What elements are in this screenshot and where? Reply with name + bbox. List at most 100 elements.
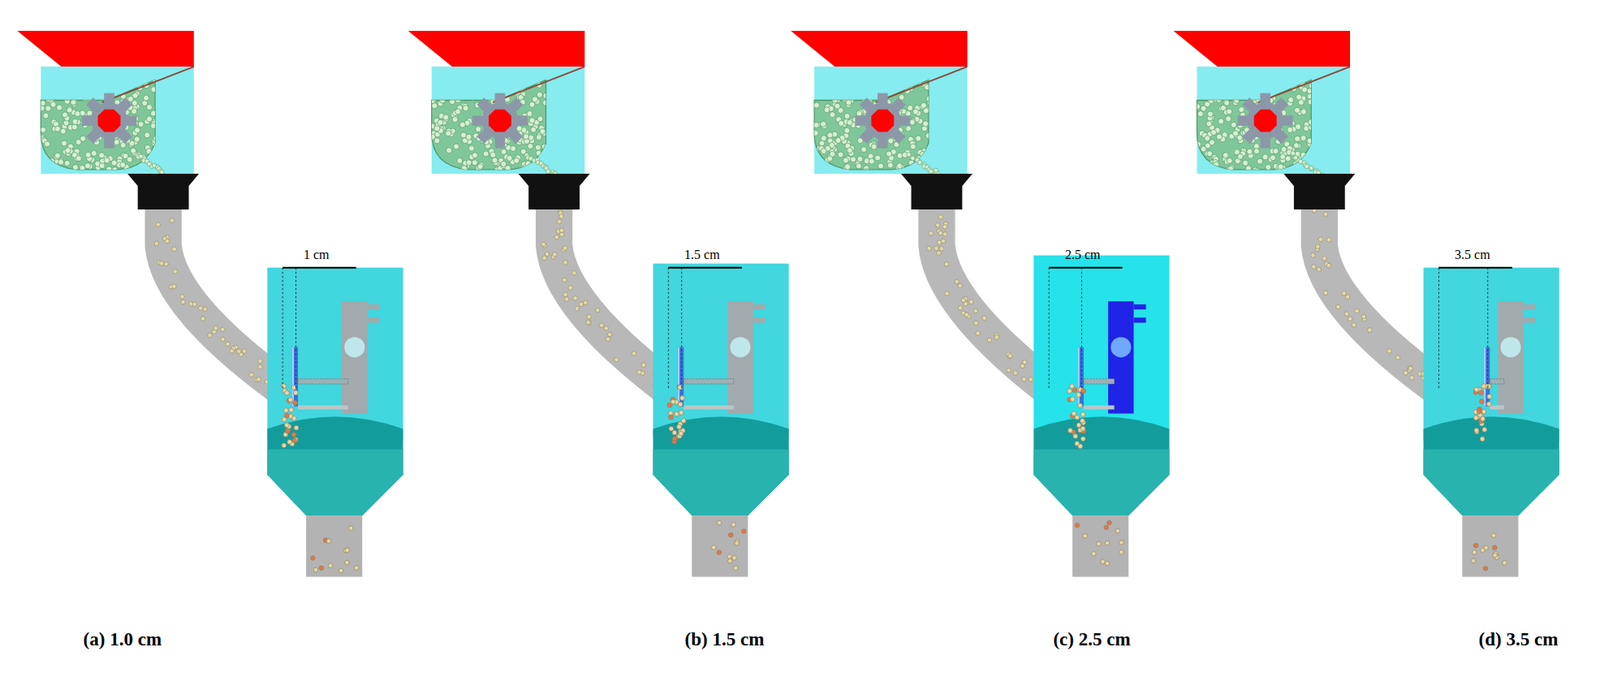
chamber-seed	[1078, 403, 1083, 409]
seed-grain	[61, 86, 68, 93]
seed-grain	[472, 152, 479, 159]
chamber-seed	[1080, 411, 1086, 417]
tube-seed	[1403, 370, 1409, 376]
chamber-seed	[1476, 409, 1482, 415]
outlet-seed	[728, 558, 734, 564]
seed-grain	[1208, 83, 1215, 90]
metering-panel	[17, 30, 403, 578]
wheel-body	[864, 102, 902, 139]
seed-grain	[82, 95, 89, 102]
wheel-hub	[488, 109, 512, 133]
seed-grain	[871, 143, 877, 150]
seed-wheel	[81, 93, 138, 149]
seed-grain	[1300, 108, 1307, 115]
tube-seed	[1013, 370, 1018, 376]
tube-seed	[1007, 353, 1013, 359]
seed-grain	[1307, 155, 1314, 162]
seed-grain	[1282, 78, 1289, 85]
seed-grain	[43, 168, 49, 174]
seed-grain	[1246, 165, 1252, 172]
seed-grain	[88, 77, 95, 83]
chamber-seed	[678, 431, 684, 436]
seed-grain	[854, 78, 861, 85]
tube-seed	[1395, 355, 1401, 361]
seed-grain	[1269, 155, 1276, 161]
seed-grain	[467, 84, 474, 91]
seed-grain	[831, 168, 837, 174]
seed-grain	[1195, 141, 1202, 147]
seed-grain	[834, 103, 841, 109]
seed-grain	[862, 85, 868, 91]
tube-seed	[572, 270, 578, 276]
seed-grain	[471, 159, 478, 166]
chamber-seed	[281, 383, 287, 389]
top-plate	[790, 30, 967, 67]
chamber-seed	[668, 426, 674, 432]
seed-grain	[888, 86, 895, 92]
chamber-seed	[667, 402, 673, 408]
tube-seed	[1345, 294, 1350, 300]
seed-grain	[531, 76, 538, 82]
sensor-rod	[297, 405, 349, 410]
falling-seed	[159, 169, 165, 175]
seed-grain	[146, 104, 152, 111]
sensor-rod	[1489, 379, 1505, 384]
seed-grain	[74, 111, 81, 117]
outlet-tube	[306, 515, 363, 577]
seed-grain	[78, 75, 85, 82]
tube-seed	[936, 250, 942, 256]
dimension-extension	[1048, 267, 1050, 389]
chamber-seed	[1078, 444, 1083, 449]
seed-grain	[489, 152, 496, 159]
tube-seed	[256, 376, 262, 382]
hopper-wall	[1258, 66, 1350, 103]
sensor-rod	[1489, 405, 1505, 410]
panel-caption: (d) 3.5 cm	[1479, 629, 1559, 651]
chamber-seed	[284, 413, 289, 419]
tube-seed	[973, 308, 979, 314]
seed-grain	[908, 165, 915, 172]
seed-grain	[107, 83, 113, 90]
tube-seed	[1316, 267, 1322, 272]
chamber-housing	[652, 263, 789, 438]
seed-grain	[916, 78, 923, 85]
sensor-rod	[683, 379, 734, 384]
seed-grain	[483, 77, 490, 83]
seed-grain	[70, 81, 77, 87]
sensor-plate-edge	[1483, 347, 1487, 407]
falling-seed	[909, 155, 915, 161]
falling-seed	[910, 155, 916, 161]
seed-grain	[907, 168, 914, 174]
seed-grain	[926, 95, 932, 102]
seed-grain	[523, 133, 530, 140]
seed-grain	[1252, 82, 1259, 89]
seed-grain	[99, 163, 105, 169]
falling-seed	[928, 168, 934, 174]
dimension-extension	[668, 267, 669, 389]
tube-seed	[1367, 327, 1373, 333]
tube-seed	[1407, 365, 1413, 371]
chamber-seed	[281, 443, 287, 449]
seed-grain	[1311, 85, 1317, 91]
chamber-seed	[284, 428, 290, 434]
seed-grain	[125, 84, 131, 91]
tube-seed	[938, 230, 944, 236]
wheel-body	[481, 102, 518, 139]
seed-grain	[530, 161, 536, 168]
seed-grain	[1285, 155, 1291, 162]
tube-seed	[1028, 376, 1034, 382]
chamber-hopper-shade	[1423, 448, 1560, 516]
top-plate	[408, 30, 585, 67]
seed-grain	[826, 88, 833, 95]
tube-seed	[637, 370, 643, 376]
tube-seed	[225, 341, 231, 347]
seed-grain	[1254, 148, 1260, 155]
seed-grain	[1198, 164, 1205, 171]
seed-grain	[1277, 163, 1284, 170]
column-tab	[1134, 317, 1147, 323]
seed-grain	[54, 152, 61, 159]
seed-grain	[73, 83, 79, 90]
seed-grain	[150, 110, 156, 117]
outlet-seed	[1074, 522, 1080, 528]
